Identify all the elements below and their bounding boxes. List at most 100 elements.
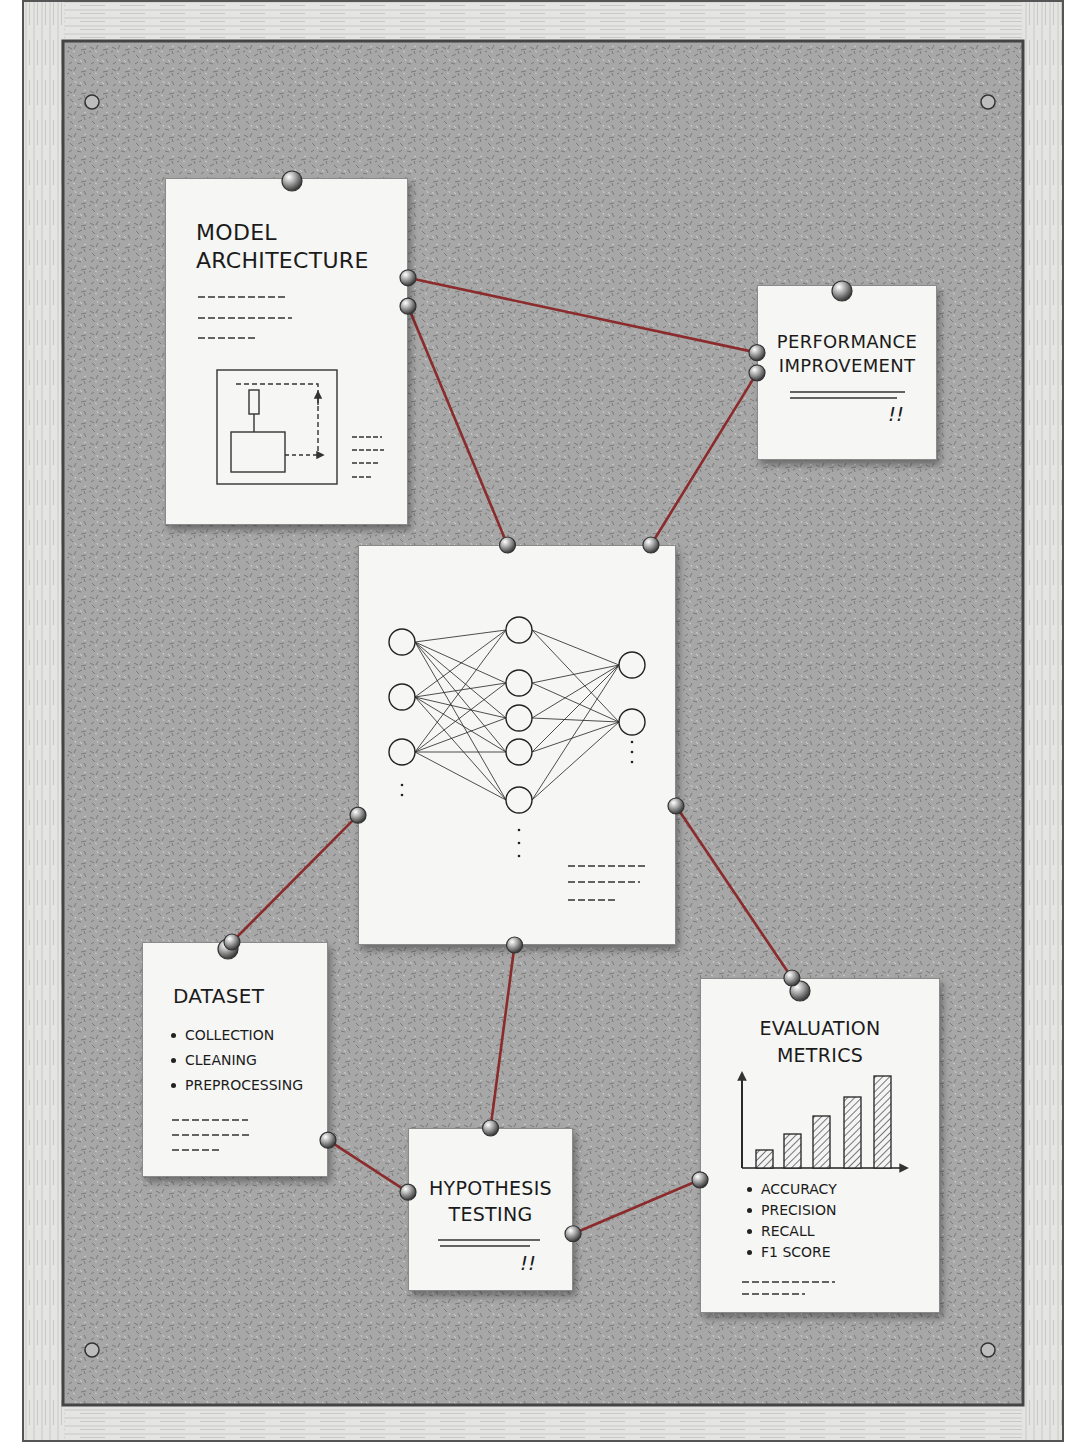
network-neuron [389, 629, 415, 655]
network-link [532, 722, 619, 752]
schematic-frame [217, 370, 337, 484]
bar-chart-sketch [742, 1073, 907, 1168]
schematic-wire [253, 414, 254, 432]
pushpin [784, 970, 800, 986]
emphasis-mark: !! [419, 1251, 562, 1275]
frame-outline [23, 1, 1063, 1441]
card-title: HYPOTHESIS TESTING [419, 1175, 562, 1227]
network-neuron [619, 709, 645, 735]
placeholder-lines [568, 866, 648, 900]
network-link [415, 642, 506, 718]
network-link [415, 683, 506, 752]
underline [438, 1240, 540, 1246]
red-string [328, 1140, 408, 1192]
ellipsis-dot [401, 784, 404, 787]
screw [85, 1343, 99, 1357]
frame-top [22, 0, 1064, 42]
bullet-item: CLEANING [173, 1048, 319, 1073]
underline [790, 392, 905, 398]
network-neuron [389, 684, 415, 710]
pushpin [224, 934, 240, 950]
red-string [232, 815, 358, 942]
ellipsis-dot [518, 855, 521, 858]
pushpin [400, 270, 416, 286]
frame-left [22, 0, 64, 1442]
card-title: EVALUATION METRICS [715, 1015, 925, 1069]
pushpin [400, 298, 416, 314]
network-link [415, 683, 506, 697]
card-title: MODEL ARCHITECTURE [196, 219, 387, 275]
network-neuron [506, 617, 532, 643]
network-neuron [619, 652, 645, 678]
schematic-arrow [317, 392, 318, 405]
ellipsis-dot [518, 842, 521, 845]
schematic-sketch [198, 297, 384, 484]
pushpin [350, 807, 366, 823]
schematic-wire [236, 384, 318, 455]
network-link [415, 697, 506, 752]
pushpin [507, 937, 523, 953]
network-link [415, 642, 506, 752]
pushpin [565, 1226, 581, 1242]
network-neuron [506, 705, 532, 731]
network-link [532, 665, 619, 752]
placeholder-lines [198, 297, 292, 338]
underline-marks [438, 392, 905, 1246]
red-string [573, 1180, 700, 1234]
pushpin [218, 171, 852, 1001]
bullet-item: ACCURACY [715, 1179, 925, 1200]
chart-bar [784, 1134, 801, 1168]
network-neuron [389, 739, 415, 765]
screw [981, 1343, 995, 1357]
schematic-part [249, 390, 259, 414]
network-link [415, 630, 506, 697]
network-link [415, 697, 506, 718]
schematic-block [231, 432, 285, 472]
bullet-item: PREPROCESSING [173, 1073, 319, 1098]
pushpin [749, 365, 765, 381]
chart-axis [741, 1073, 743, 1168]
network-neuron [506, 739, 532, 765]
network-link [532, 630, 619, 665]
note-card: PERFORMANCE IMPROVEMENT!! [757, 285, 937, 460]
emphasis-mark: !! [770, 402, 924, 426]
card-title: DATASET [173, 983, 319, 1009]
placeholder-lines [172, 866, 835, 1294]
screw [85, 95, 99, 109]
note-card: MODEL ARCHITECTURE [165, 178, 408, 525]
frame [22, 0, 1064, 1442]
bullet-item: COLLECTION [173, 1023, 319, 1048]
pushpin [320, 1132, 336, 1148]
chart-bar [844, 1097, 861, 1168]
network-link [532, 683, 619, 722]
red-string [491, 945, 515, 1128]
pushpin [500, 537, 516, 553]
ellipsis-dot [518, 829, 521, 832]
chart-bar [813, 1116, 830, 1168]
pushpin [692, 1172, 708, 1188]
cork-surface [63, 41, 1023, 1405]
network-link [532, 665, 619, 800]
ellipsis-dot [631, 761, 634, 764]
schematic-arrow [285, 454, 323, 455]
pushpin [668, 798, 684, 814]
network-link [532, 718, 619, 722]
placeholder-lines [352, 437, 384, 477]
pushpin [224, 270, 800, 1242]
ellipsis-dot [631, 751, 634, 754]
note-card: HYPOTHESIS TESTING!! [408, 1128, 573, 1291]
network-link [415, 752, 506, 800]
network-neuron [506, 670, 532, 696]
network-link [415, 630, 506, 752]
placeholder-lines [742, 1282, 835, 1294]
chart-bar [874, 1076, 891, 1168]
pushpin [400, 1184, 416, 1200]
network-link [415, 752, 506, 753]
network-link [415, 697, 506, 800]
pushpin [749, 345, 765, 361]
pushpin [282, 171, 302, 191]
network-sketch [389, 617, 645, 857]
screw [981, 95, 995, 109]
